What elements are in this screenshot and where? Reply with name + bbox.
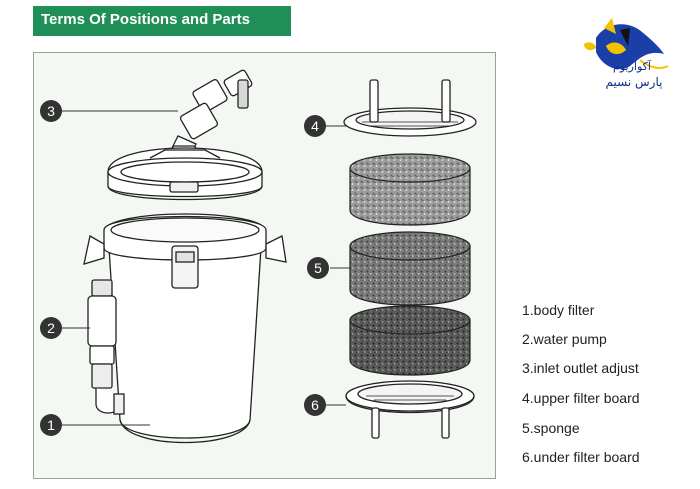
callout-3: 3	[40, 100, 62, 122]
callout-number-1: 1	[47, 417, 55, 433]
callout-6: 6	[304, 394, 326, 416]
legend-item-3: 3.inlet outlet adjust	[522, 360, 639, 376]
callout-number-4: 4	[311, 118, 319, 134]
callout-number-3: 3	[47, 103, 55, 119]
legend-item-1: 1.body filter	[522, 302, 595, 318]
callout-number-2: 2	[47, 320, 55, 336]
logo-text-line1: آکواریوم	[613, 59, 652, 73]
canister-body	[83, 213, 287, 444]
callout-badge-1	[40, 414, 62, 436]
leader-lines	[62, 110, 350, 426]
callout-badge-6	[304, 394, 326, 416]
callout-1: 1	[40, 414, 62, 436]
title-underline	[33, 34, 291, 36]
legend-item-6: 6.under filter board	[522, 449, 640, 465]
filter-lid	[107, 147, 263, 201]
legend-item-5: 5.sponge	[522, 420, 580, 436]
callout-badge-4	[304, 115, 326, 137]
callout-number-6: 6	[311, 397, 319, 413]
callout-4: 4	[304, 115, 326, 137]
logo-text-line2: پارس نسیم	[606, 75, 663, 90]
upper-filter-board	[343, 79, 477, 137]
callout-5: 5	[307, 257, 329, 279]
sponge-layers	[349, 153, 471, 376]
callout-badge-2	[40, 317, 62, 339]
inlet-outlet-valve	[171, 69, 253, 161]
page-title-banner: Terms Of Positions and Parts	[33, 6, 291, 34]
legend-item-2: 2.water pump	[522, 331, 607, 347]
callout-2: 2	[40, 317, 62, 339]
under-filter-board	[345, 380, 475, 439]
legend-item-4: 4.upper filter board	[522, 390, 640, 406]
angelfish-logo-icon: آکواریوم پارس نسیم	[584, 18, 669, 90]
callout-number-5: 5	[314, 260, 322, 276]
callout-badge-3	[40, 100, 62, 122]
callout-badge-5	[307, 257, 329, 279]
water-pump	[87, 279, 125, 415]
